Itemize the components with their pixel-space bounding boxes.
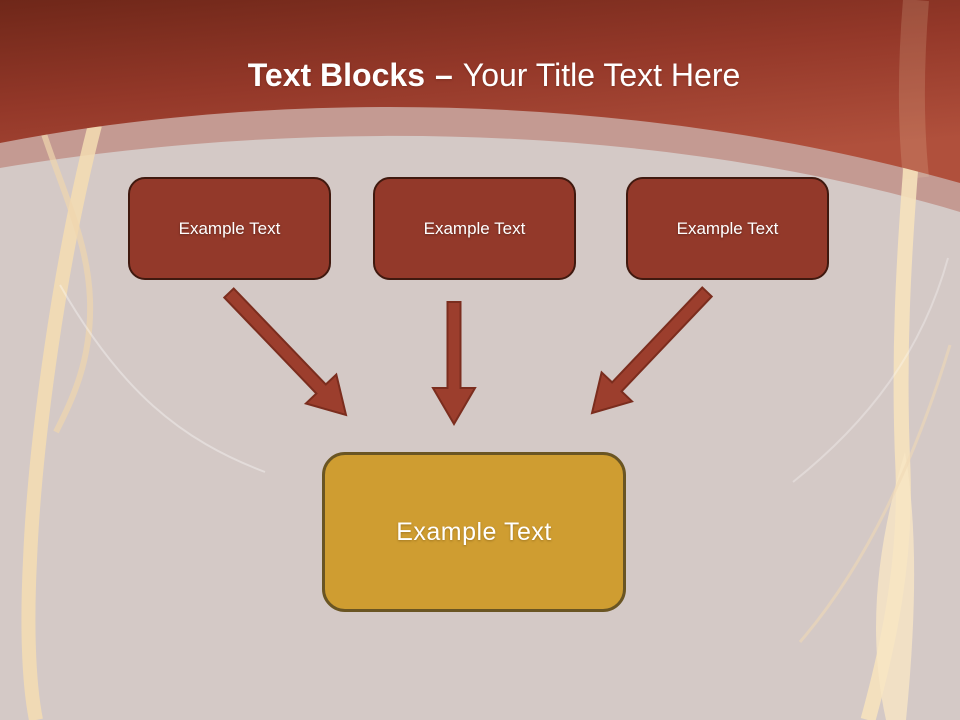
text-block-1: Example Text [128, 177, 331, 280]
decorative-arc-left [59, 284, 266, 473]
decorative-swirl-right [860, 139, 921, 720]
decorative-leaf-right [876, 452, 915, 720]
text-block-3: Example Text [626, 177, 829, 280]
title-bold-text: Text Blocks [247, 57, 425, 94]
decorative-swirl-left-thin [39, 127, 94, 434]
title-separator: – [434, 57, 453, 94]
decorative-arc-right [792, 257, 949, 483]
arrow-down-right-icon [222, 287, 348, 417]
title-regular-text: Your Title Text Here [462, 57, 741, 94]
text-block-2: Example Text [373, 177, 576, 280]
text-block-2-label: Example Text [423, 218, 526, 238]
decorative-swirl-left [21, 123, 102, 720]
arrow-down-left-icon [590, 286, 714, 415]
target-block: Example Text [322, 452, 626, 612]
text-block-3-label: Example Text [676, 218, 779, 238]
decorative-swirl-right-thin [798, 344, 952, 643]
arrow-down-icon [431, 301, 477, 426]
text-block-1-label: Example Text [178, 218, 281, 238]
target-block-label: Example Text [396, 517, 552, 546]
slide-title: Text Blocks – Your Title Text Here [14, 54, 960, 98]
